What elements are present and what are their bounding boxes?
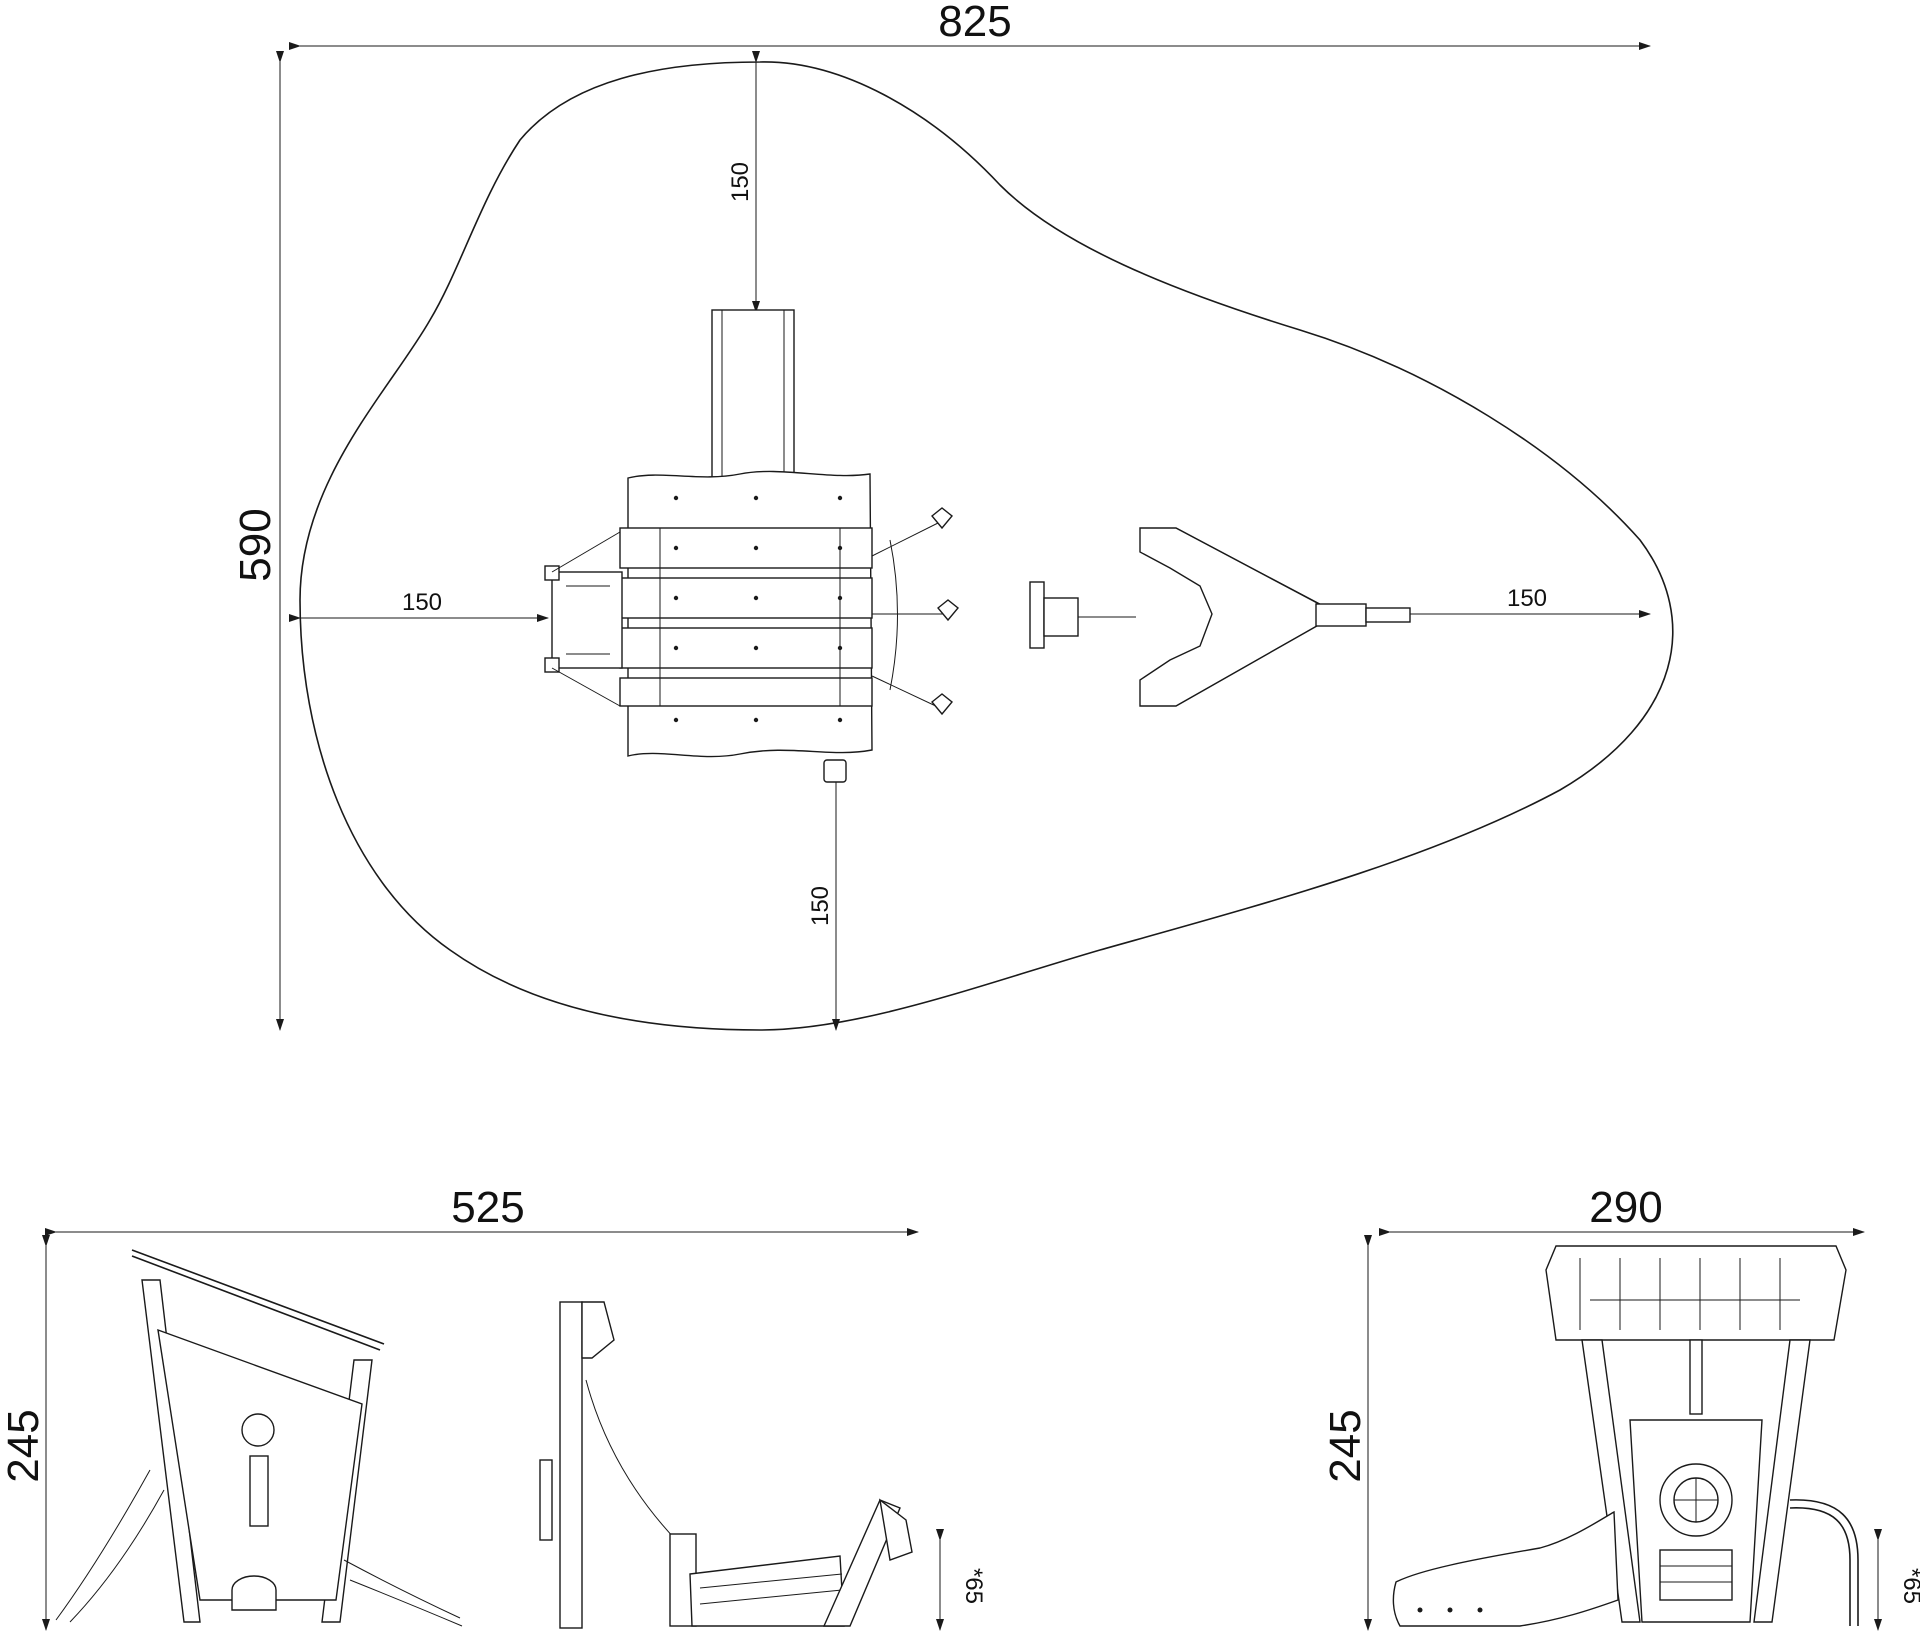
clearance-right-label: 150 bbox=[1507, 585, 1547, 612]
side-elevation: 525 245 *65 bbox=[0, 1183, 987, 1631]
ship-deck-plan bbox=[619, 470, 873, 758]
front-width-label: 290 bbox=[1589, 1183, 1662, 1232]
handrail-front-elevation bbox=[1789, 1499, 1859, 1626]
deck-bolts bbox=[673, 495, 843, 723]
slide-plan bbox=[711, 309, 795, 481]
ladder-plan bbox=[544, 531, 623, 707]
slide-front-elevation bbox=[1392, 1510, 1619, 1627]
tower-side-elevation bbox=[55, 1249, 463, 1627]
post-marker-plan bbox=[823, 759, 847, 783]
safety-zone-outline bbox=[299, 61, 1674, 1031]
plan-view: 825 590 150 150 150 150 bbox=[231, 0, 1674, 1031]
side-height-label: 245 bbox=[0, 1409, 48, 1482]
front-elevation: 290 245 *65 bbox=[1321, 1183, 1920, 1631]
triangle-climber-plan bbox=[1139, 527, 1411, 707]
deck-side-elevation bbox=[669, 1498, 913, 1627]
overall-width-label: 825 bbox=[938, 0, 1011, 46]
side-width-label: 525 bbox=[451, 1183, 524, 1232]
wheel-post-side-elevation bbox=[539, 1301, 677, 1629]
front-depth-label: *65 bbox=[1898, 1568, 1920, 1604]
front-height-label: 245 bbox=[1321, 1409, 1370, 1482]
side-depth-label: *65 bbox=[960, 1568, 987, 1604]
overall-depth-label: 590 bbox=[231, 508, 280, 581]
rope-net-plan bbox=[871, 507, 959, 716]
wheel-post-plan bbox=[1029, 581, 1136, 649]
clearance-left-label: 150 bbox=[402, 589, 442, 616]
tower-front-elevation bbox=[1545, 1245, 1847, 1623]
clearance-bottom-label: 150 bbox=[807, 886, 834, 926]
clearance-top-label: 150 bbox=[727, 162, 754, 202]
